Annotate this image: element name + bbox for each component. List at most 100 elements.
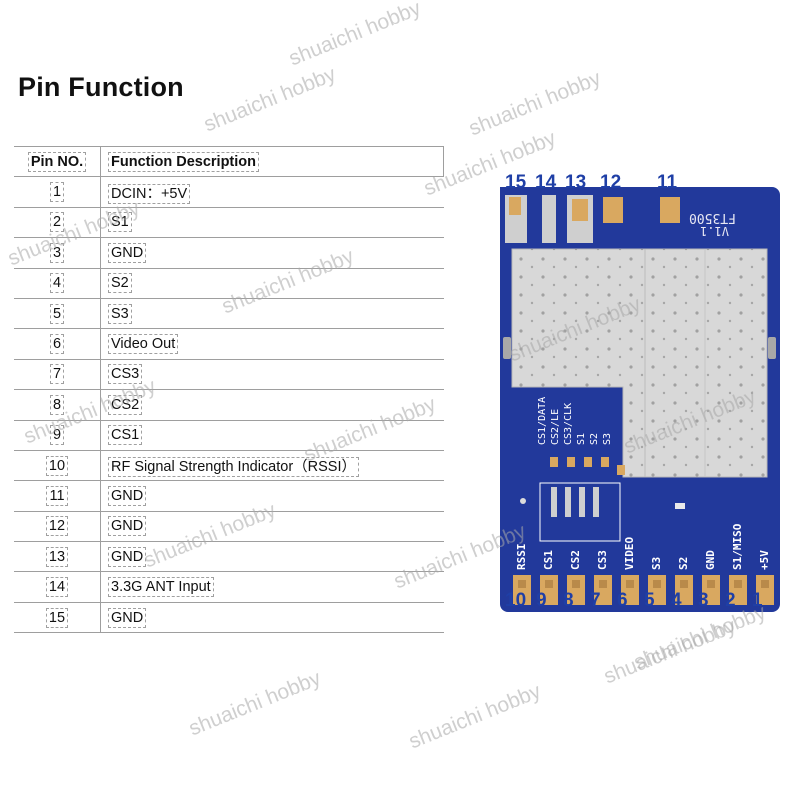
bottom-pin-number: 6 xyxy=(617,590,628,611)
pin-number-cell: 5 xyxy=(14,297,101,330)
function-description-cell: CS3 xyxy=(100,358,444,391)
function-description-cell: S2 xyxy=(100,267,444,299)
function-description-cell: Video Out xyxy=(100,328,444,360)
bottom-pin-number: 7 xyxy=(590,590,601,611)
svg-text:V1.1: V1.1 xyxy=(700,224,729,238)
pin-number-cell: 10 xyxy=(14,449,101,482)
pin-pad xyxy=(567,575,585,605)
watermark-text: shuaichi hobby xyxy=(405,679,545,754)
silkscreen-label: S1/MISO xyxy=(731,523,744,570)
pin-pad-center xyxy=(545,580,553,588)
pin-pad-center xyxy=(626,580,634,588)
pin-number-cell: 4 xyxy=(14,267,101,299)
pin-pad-center xyxy=(680,580,688,588)
pin-pad xyxy=(702,575,720,605)
silkscreen-label: CS1/DATA xyxy=(537,397,548,445)
pin-pad-center xyxy=(707,580,715,588)
top-pin-number: 14 xyxy=(535,172,557,193)
silkscreen-label: S3 xyxy=(650,557,663,570)
pin-number-cell: 9 xyxy=(14,419,101,451)
pin-pad-center xyxy=(572,580,580,588)
pin-number-cell: 7 xyxy=(14,358,101,391)
pin-number-header: Pin NO. xyxy=(14,145,101,178)
bottom-pin-number: 10 xyxy=(505,590,527,611)
pin-number-cell: 15 xyxy=(14,601,101,634)
pin-pad xyxy=(621,575,639,605)
function-description-cell: GND xyxy=(100,601,444,634)
function-description-cell: S1 xyxy=(100,206,444,239)
bottom-pin-number: 8 xyxy=(563,590,574,611)
watermark-text: shuaichi hobby xyxy=(465,66,605,141)
pin-pad xyxy=(513,575,531,605)
pin-number-cell: 13 xyxy=(14,541,101,573)
watermark-text: shuaichi hobby xyxy=(185,666,325,741)
function-description-header: Function Description xyxy=(100,145,444,178)
top-pin-number: 12 xyxy=(600,172,622,193)
pin-pad xyxy=(756,575,774,605)
pin-pad xyxy=(729,575,747,605)
pin-pad-center xyxy=(734,580,742,588)
bottom-pin-number: 9 xyxy=(536,590,547,611)
watermark-text: shuaichi hobby xyxy=(600,614,740,689)
pin-pad xyxy=(675,575,693,605)
function-description-cell: GND xyxy=(100,510,444,543)
silkscreen-label: S3 xyxy=(602,433,613,445)
pin-number-cell: 11 xyxy=(14,480,101,512)
pin-pad-center xyxy=(599,580,607,588)
pin-pad-center xyxy=(653,580,661,588)
silkscreen-label: S1 xyxy=(576,433,587,445)
pin-number-cell: 3 xyxy=(14,237,101,269)
pin-number-cell: 6 xyxy=(14,328,101,360)
pin-number-cell: 2 xyxy=(14,206,101,239)
silkscreen-label: CS2 xyxy=(569,550,582,570)
bottom-pin-number: 5 xyxy=(644,590,655,611)
bottom-pin-number: 1 xyxy=(752,590,763,611)
function-description-cell: 3.3G ANT Input xyxy=(100,571,444,603)
silkscreen-label: GND xyxy=(704,550,717,570)
page-title: Pin Function xyxy=(18,72,184,102)
function-description-cell: S3 xyxy=(100,297,444,330)
function-description-cell: DCIN：+5V xyxy=(100,176,444,208)
pin-pad-center xyxy=(761,580,769,588)
function-description-cell: CS2 xyxy=(100,389,444,421)
pin-number-cell: 14 xyxy=(14,571,101,603)
bottom-pin-number: 4 xyxy=(671,590,682,611)
pin-number-cell: 1 xyxy=(14,176,101,208)
bottom-pin-number: 3 xyxy=(698,590,709,611)
function-description-cell: RF Signal Strength Indicator（RSSI） xyxy=(100,449,444,482)
silkscreen-label: +5V xyxy=(758,550,771,570)
top-pin-number: 11 xyxy=(657,172,678,193)
bottom-pin-number: 2 xyxy=(725,590,736,611)
pin-number-cell: 12 xyxy=(14,510,101,543)
function-description-cell: GND xyxy=(100,480,444,512)
silkscreen-label: CS2/LE xyxy=(550,409,561,445)
top-pin-number: 13 xyxy=(565,172,587,193)
pin-pad-center xyxy=(518,580,526,588)
pin-number-cell: 8 xyxy=(14,389,101,421)
function-description-cell: GND xyxy=(100,237,444,269)
board-model-text: FT3500 xyxy=(689,210,736,225)
silkscreen-label: RSSI xyxy=(515,544,528,571)
silkscreen-label: S2 xyxy=(589,433,600,445)
table-header-row: Pin NO. Function Description xyxy=(14,145,444,178)
silkscreen-label: CS3 xyxy=(596,550,609,570)
silkscreen-label: S2 xyxy=(677,557,690,570)
function-description-cell: GND xyxy=(100,541,444,573)
silkscreen-label: CS3/CLK xyxy=(563,403,574,445)
